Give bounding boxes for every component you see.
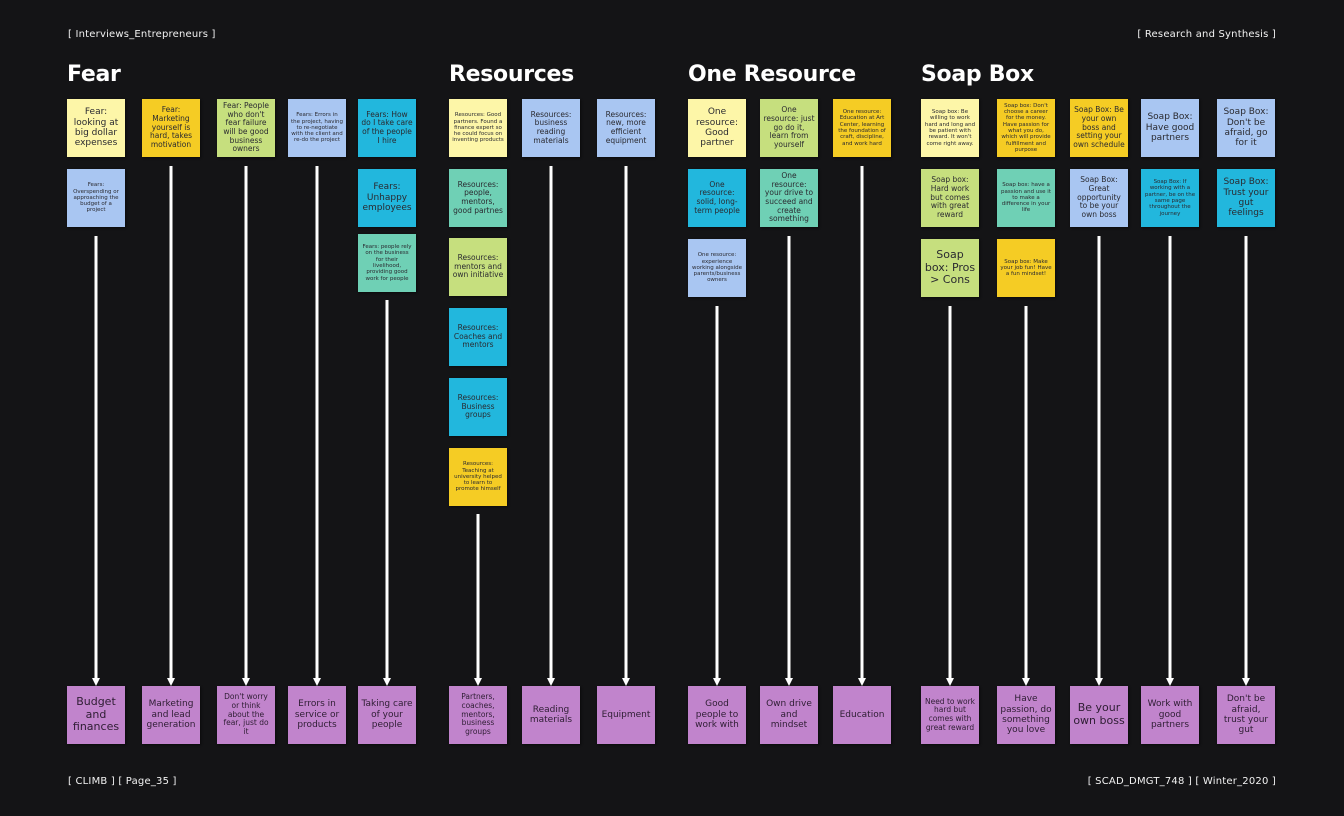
sticky-note: One resource: just go do it, learn from … <box>760 99 818 157</box>
sticky-note: Fears: Overspending or approaching the b… <box>67 169 125 227</box>
footer-right: [ SCAD_DMGT_748 ] [ Winter_2020 ] <box>1087 776 1276 787</box>
outcome-note: Taking care of your people <box>358 686 416 744</box>
sticky-note: One resource: Education at Art Center, l… <box>833 99 891 157</box>
sticky-note: Soap box: Pros > Cons <box>921 239 979 297</box>
sticky-note: Soap box: Don't choose a career for the … <box>997 99 1055 157</box>
sticky-note: Soap Box: Trust your gut feelings <box>1217 169 1275 227</box>
outcome-note: Good people to work with <box>688 686 746 744</box>
sticky-note: Fears: people rely on the business for t… <box>358 234 416 292</box>
sticky-note: Resources: Coaches and mentors <box>449 308 507 366</box>
sticky-note: Fears: Errors in the project, having to … <box>288 99 346 157</box>
sticky-note: Resources: new, more efficient equipment <box>597 99 655 157</box>
sticky-note: Resources: people, mentors, good partnes <box>449 169 507 227</box>
header-top-right: [ Research and Synthesis ] <box>1137 29 1276 40</box>
sticky-note: Soap box: Hard work but comes with great… <box>921 169 979 227</box>
outcome-note: Marketing and lead generation <box>142 686 200 744</box>
outcome-note: Reading materials <box>522 686 580 744</box>
sticky-note: Soap box: Make your job fun! Have a fun … <box>997 239 1055 297</box>
outcome-note: Need to work hard but comes with great r… <box>921 686 979 744</box>
sticky-note: One resource: your drive to succeed and … <box>760 169 818 227</box>
sticky-note: Fears: How do I take care of the people … <box>358 99 416 157</box>
sticky-note: Resources: business reading materials <box>522 99 580 157</box>
outcome-note: Own drive and mindset <box>760 686 818 744</box>
sticky-note: One resource: solid, long-term people <box>688 169 746 227</box>
section-title-resources: Resources <box>449 62 574 87</box>
sticky-note: Fear: looking at big dollar expenses <box>67 99 125 157</box>
sticky-note: Soap Box: If working with a partner, be … <box>1141 169 1199 227</box>
outcome-note: Work with good partners <box>1141 686 1199 744</box>
outcome-note: Partners, coaches, mentors, business gro… <box>449 686 507 744</box>
section-title-one-resource: One Resource <box>688 62 856 87</box>
outcome-note: Errors in service or products <box>288 686 346 744</box>
sticky-note: Resources: mentors and own initiative <box>449 238 507 296</box>
sticky-note: Soap Box: Great opportunity to be your o… <box>1070 169 1128 227</box>
footer-left: [ CLIMB ] [ Page_35 ] <box>68 776 177 787</box>
sticky-note: One resource: Good partner <box>688 99 746 157</box>
sticky-note: Soap Box: Have good partners <box>1141 99 1199 157</box>
outcome-note: Education <box>833 686 891 744</box>
sticky-note: Resources: Business groups <box>449 378 507 436</box>
outcome-note: Don't be afraid, trust your gut <box>1217 686 1275 744</box>
section-title-fear: Fear <box>67 62 121 87</box>
sticky-note: Soap box: have a passion and use it to m… <box>997 169 1055 227</box>
sticky-note: One resource: experience working alongsi… <box>688 239 746 297</box>
sticky-note: Fear: Marketing yourself is hard, takes … <box>142 99 200 157</box>
outcome-note: Have passion, do something you love <box>997 686 1055 744</box>
outcome-note: Don't worry or think about the fear, jus… <box>217 686 275 744</box>
outcome-note: Be your own boss <box>1070 686 1128 744</box>
sticky-note: Soap box: Be willing to work hard and lo… <box>921 99 979 157</box>
section-title-soap-box: Soap Box <box>921 62 1034 87</box>
sticky-note: Soap Box: Don't be afraid, go for it <box>1217 99 1275 157</box>
sticky-note: Soap Box: Be your own boss and setting y… <box>1070 99 1128 157</box>
sticky-note: Fear: People who don't fear failure will… <box>217 99 275 157</box>
sticky-note: Fears: Unhappy employees <box>358 169 416 227</box>
sticky-note: Resources: Teaching at university helped… <box>449 448 507 506</box>
sticky-note: Resources: Good partners. Found a financ… <box>449 99 507 157</box>
outcome-note: Budget and finances <box>67 686 125 744</box>
header-top-left: [ Interviews_Entrepreneurs ] <box>68 29 216 40</box>
outcome-note: Equipment <box>597 686 655 744</box>
